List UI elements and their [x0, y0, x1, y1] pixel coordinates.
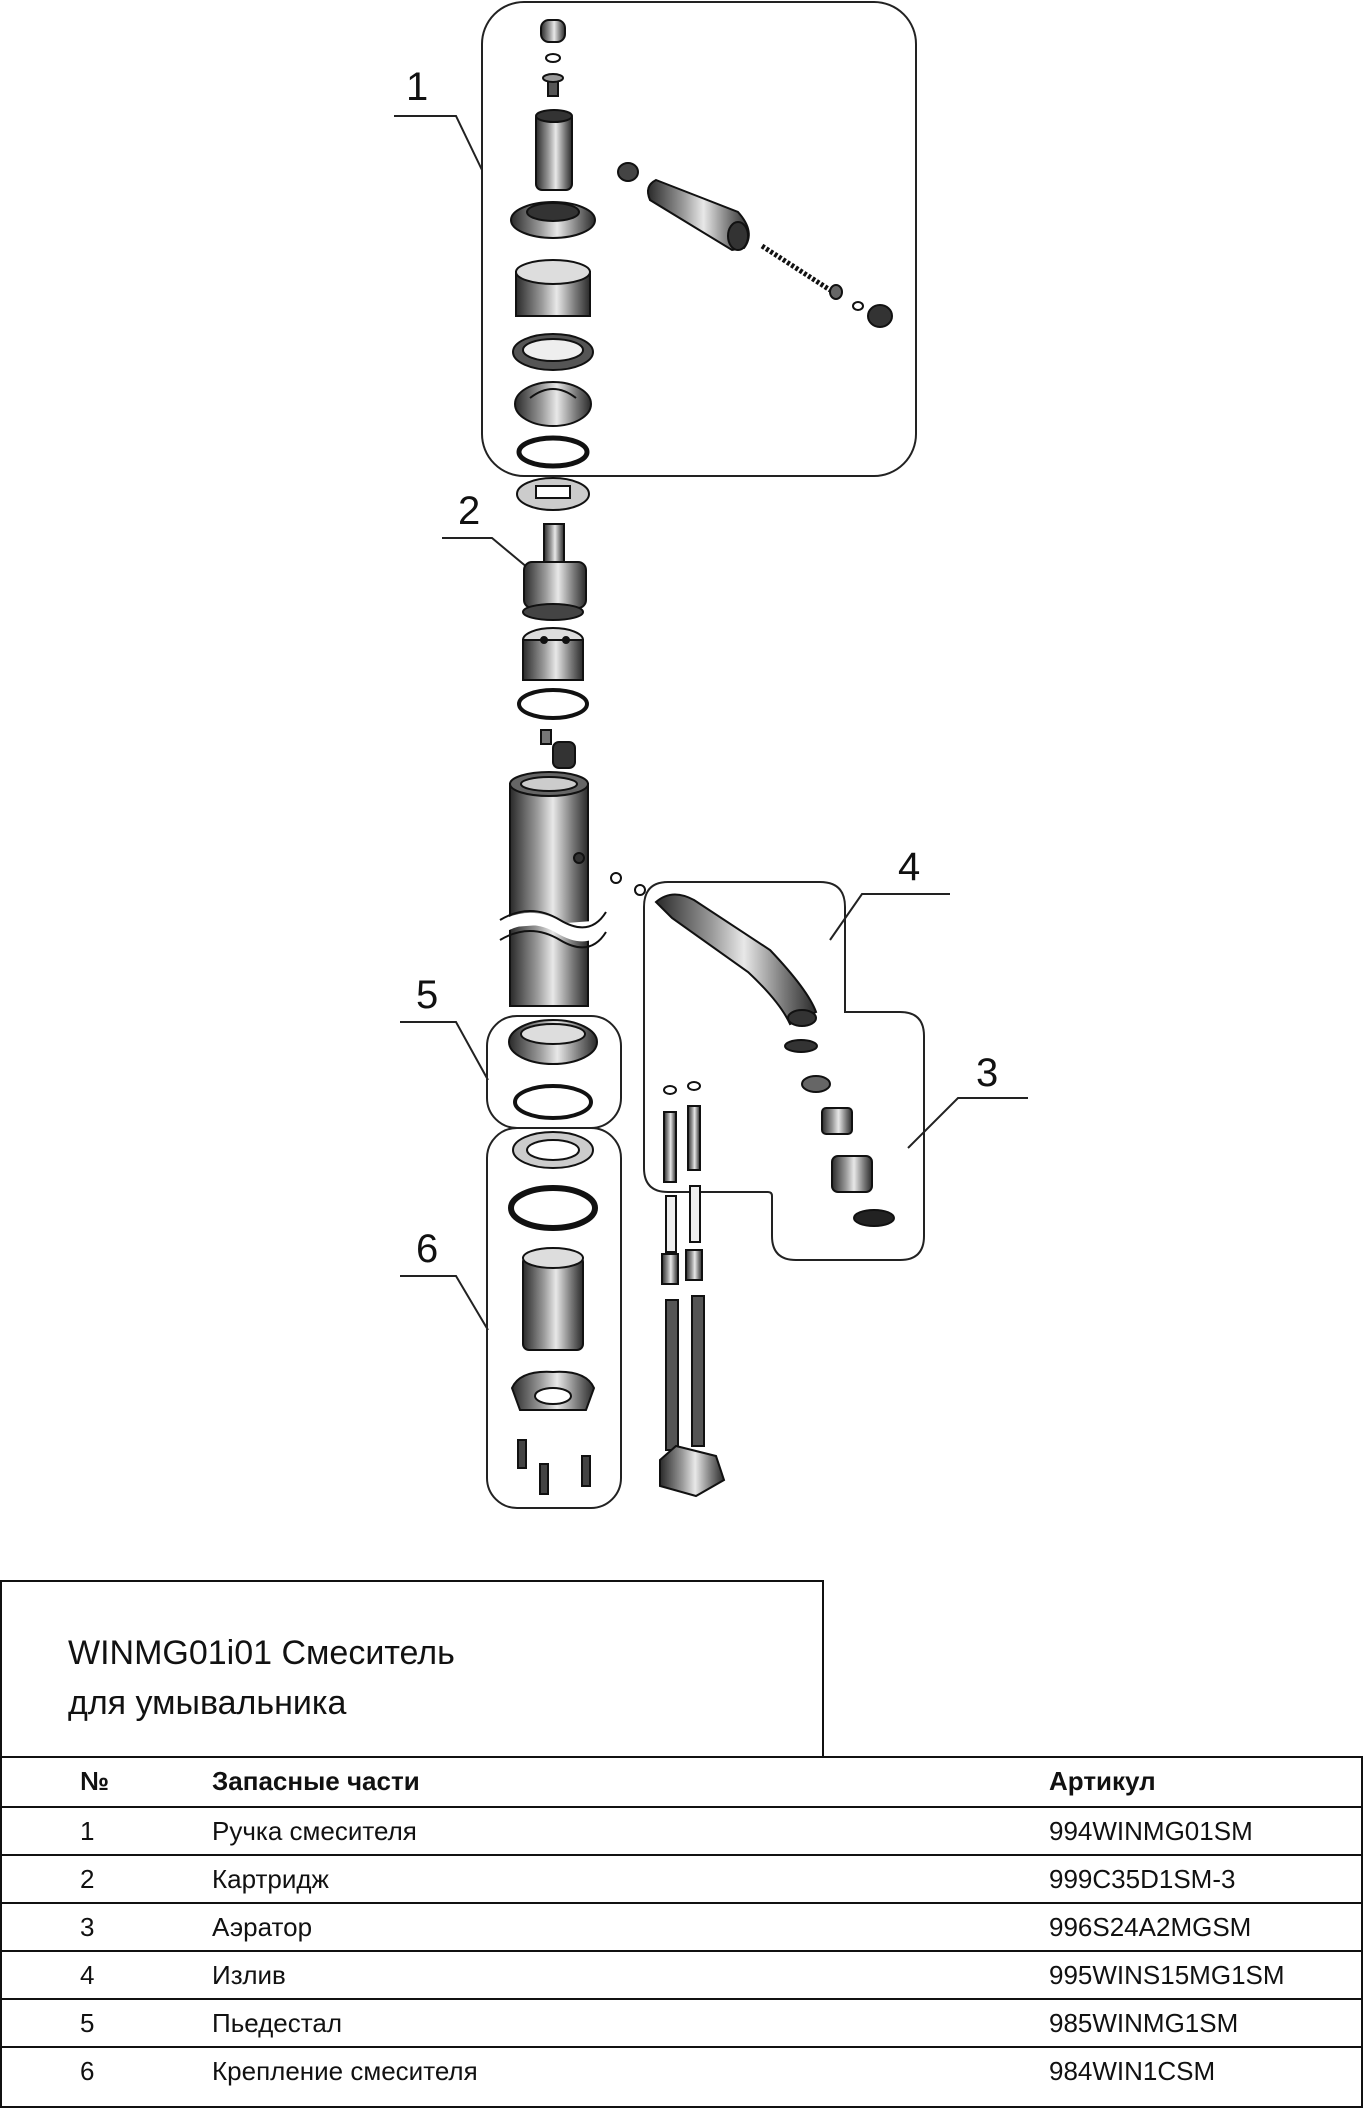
table-row: 6 Крепление смесителя 984WIN1CSM [2, 2046, 1361, 2094]
row-sku: 999C35D1SM-3 [1049, 1864, 1236, 1894]
row-part: Ручка смесителя [212, 1816, 417, 1846]
leader-line-3 [907, 1097, 1028, 1149]
callout-6: 6 [416, 1227, 438, 1271]
row-number: 6 [80, 2056, 95, 2086]
spout [654, 893, 818, 1027]
leader-line-2 [442, 537, 529, 569]
row-sku: 996S24A2MGSM [1049, 1912, 1252, 1942]
pedestal-parts [508, 1019, 598, 1120]
table-header-row: № Запасные части Артикул [2, 1758, 1361, 1806]
leader-line-4 [829, 893, 950, 941]
row-part: Пьедестал [212, 2008, 342, 2038]
document-title: WINMG01i01 Смеситель для умывальника [68, 1634, 455, 1722]
cartridge [516, 477, 590, 769]
callout-5: 5 [416, 973, 438, 1017]
row-part: Картридж [212, 1864, 329, 1894]
exploded-parts-diagram: 1 2 3 4 5 6 [394, 1, 1028, 1509]
callout-2: 2 [458, 489, 480, 533]
spare-parts-table: № Запасные части Артикул 1 Ручка смесите… [0, 1756, 1363, 2108]
row-number: 4 [80, 1960, 95, 1990]
table-row: 2 Картридж 999C35D1SM-3 [2, 1854, 1361, 1902]
row-part: Аэратор [212, 1912, 313, 1942]
group-box-1 [481, 1, 917, 477]
table-row: 5 Пьедестал 985WINMG1SM [2, 1998, 1361, 2046]
leader-line-6 [400, 1275, 489, 1331]
row-part: Излив [212, 1960, 286, 1990]
aerator-parts [784, 1039, 895, 1227]
table-row: 4 Излив 995WINS15MG1SM [2, 1950, 1361, 1998]
row-sku: 995WINS15MG1SM [1049, 1960, 1285, 1990]
row-part: Крепление смесителя [212, 2056, 478, 2086]
header-sku: Артикул [1049, 1766, 1156, 1796]
table-row: 3 Аэратор 996S24A2MGSM [2, 1902, 1361, 1950]
group-box-3-4 [643, 881, 925, 1261]
supply-hoses [659, 1081, 726, 1498]
row-sku: 994WINMG01SM [1049, 1816, 1253, 1846]
handle-parts [510, 19, 596, 469]
row-number: 3 [80, 1912, 95, 1942]
row-number: 5 [80, 2008, 95, 2038]
table-row: 1 Ручка смесителя 994WINMG01SM [2, 1806, 1361, 1854]
leader-line-1 [394, 115, 483, 171]
group-box-6 [486, 1127, 622, 1509]
row-number: 1 [80, 1816, 95, 1846]
callout-1: 1 [406, 65, 428, 109]
faucet-body [496, 771, 646, 1007]
row-number: 2 [80, 1864, 95, 1894]
mounting-parts [508, 1131, 598, 1495]
callout-3: 3 [976, 1051, 998, 1095]
header-part: Запасные части [212, 1766, 420, 1796]
title-box: WINMG01i01 Смеситель для умывальника [0, 1580, 824, 1756]
row-sku: 984WIN1CSM [1049, 2056, 1216, 2086]
handle-lever [617, 162, 893, 328]
header-number: № [80, 1766, 109, 1796]
leader-line-5 [400, 1021, 489, 1081]
callout-4: 4 [898, 845, 920, 889]
row-sku: 985WINMG1SM [1049, 2008, 1239, 2038]
